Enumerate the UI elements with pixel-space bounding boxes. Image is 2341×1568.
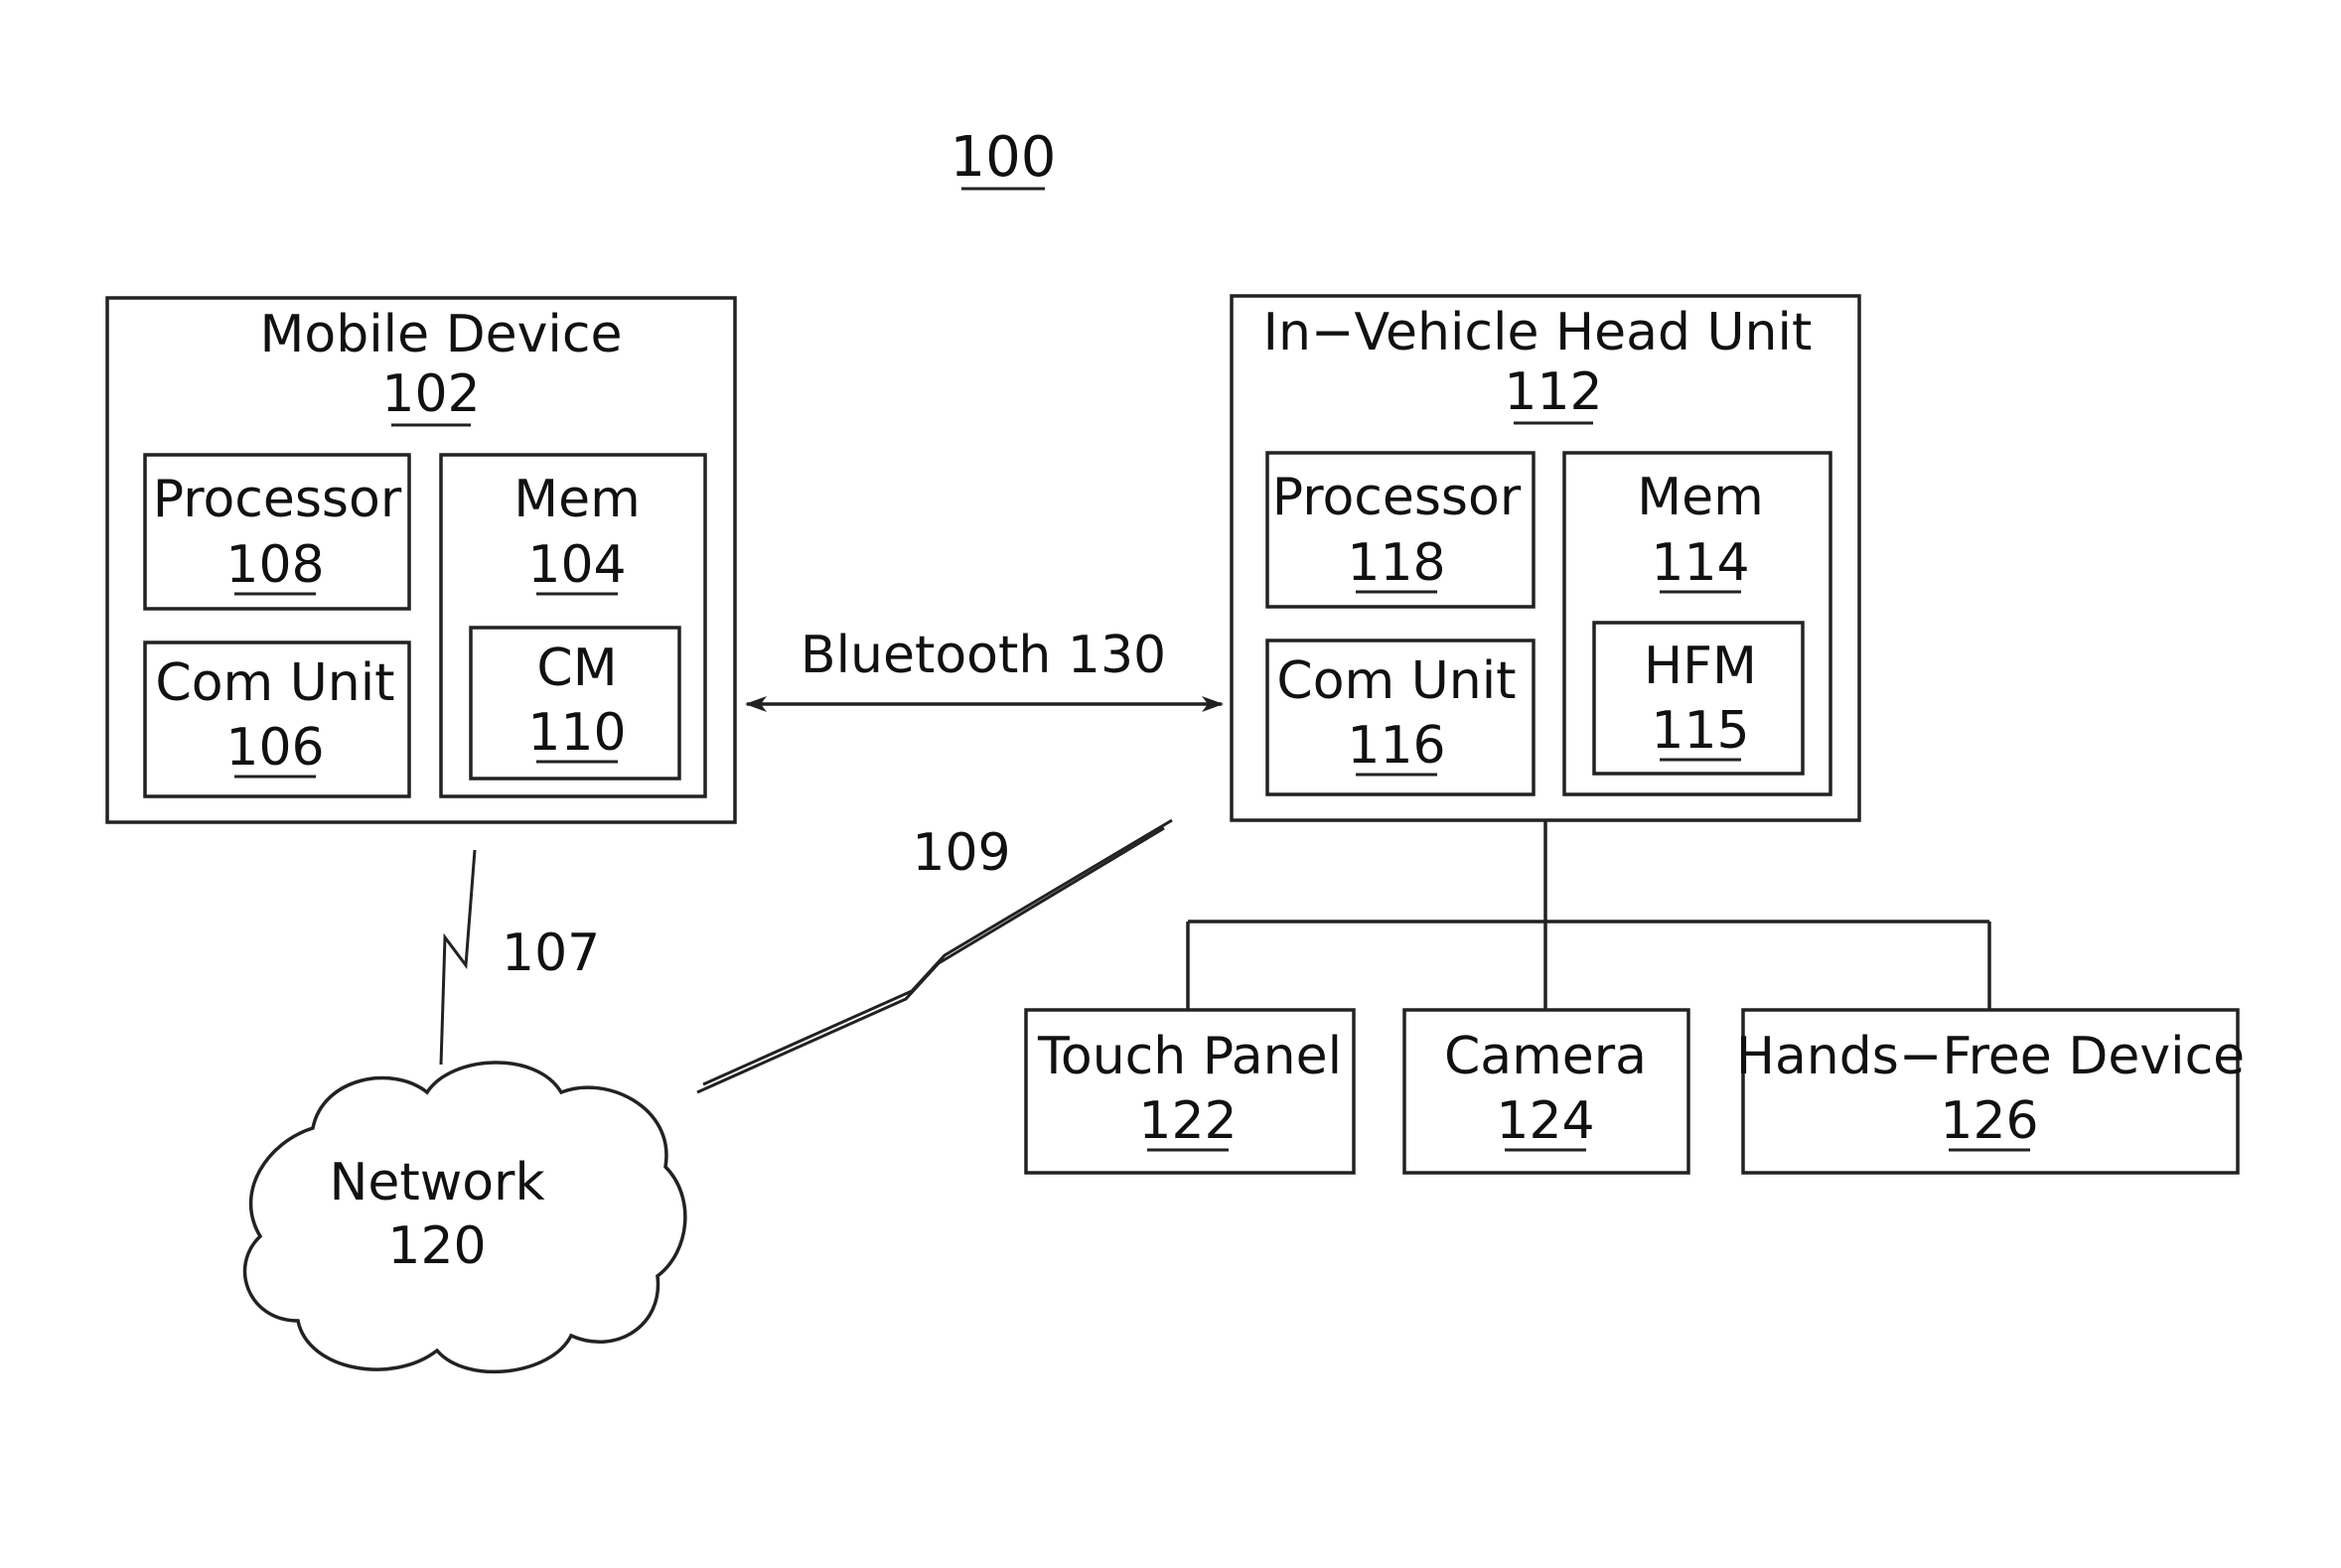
camera-block: Camera 124 <box>1404 1010 1688 1173</box>
head-unit-title: In−Vehicle Head Unit <box>1263 303 1813 362</box>
network-number: 120 <box>387 1216 486 1276</box>
touch-panel-block: Touch Panel 122 <box>1026 1010 1354 1173</box>
wireless-link-107-line <box>441 850 475 1065</box>
wireless-link-107-label: 107 <box>502 924 600 983</box>
mobile-device-title: Mobile Device <box>260 305 623 364</box>
hfm-block: HFM 115 <box>1594 623 1803 774</box>
head-unit-block: In−Vehicle Head Unit 112 Processor 118 C… <box>1232 296 1859 820</box>
head-unit-memory-block: Mem 114 HFM 115 <box>1564 453 1830 794</box>
figure-number-text: 100 <box>951 125 1057 190</box>
mobile-com-unit-block: Com Unit 106 <box>145 642 409 796</box>
wireless-link-109-label: 109 <box>912 823 1010 883</box>
mobile-memory-number: 104 <box>527 535 626 595</box>
hands-free-number: 126 <box>1940 1091 2038 1151</box>
mobile-com-unit-number: 106 <box>225 718 324 778</box>
touch-panel-number: 122 <box>1138 1091 1237 1151</box>
peripheral-bus <box>1188 820 1989 1010</box>
head-unit-memory-number: 114 <box>1651 533 1749 593</box>
cm-block: CM 110 <box>471 628 679 779</box>
mobile-device-block: Mobile Device 102 Processor 108 Com Unit… <box>107 298 735 822</box>
hfm-label: HFM <box>1644 637 1757 696</box>
head-unit-memory-label: Mem <box>1637 468 1764 527</box>
figure-number: 100 <box>951 125 1057 190</box>
cm-number: 110 <box>527 703 626 763</box>
mobile-device-number: 102 <box>381 364 480 424</box>
mobile-memory-block: Mem 104 CM 110 <box>441 455 705 796</box>
cm-label: CM <box>536 639 617 698</box>
head-unit-com-unit-block: Com Unit 116 <box>1267 641 1534 794</box>
network-label: Network <box>329 1153 544 1212</box>
bluetooth-label: Bluetooth 130 <box>801 626 1166 685</box>
head-unit-processor-block: Processor 118 <box>1267 453 1534 607</box>
head-unit-com-unit-number: 116 <box>1347 716 1445 776</box>
head-unit-number: 112 <box>1504 362 1602 422</box>
head-unit-com-unit-label: Com Unit <box>1276 651 1516 711</box>
bluetooth-link: Bluetooth 130 <box>747 626 1222 704</box>
mobile-processor-number: 108 <box>225 535 324 595</box>
hfm-number: 115 <box>1651 701 1749 761</box>
hands-free-label: Hands−Free Device <box>1736 1027 2245 1086</box>
hands-free-block: Hands−Free Device 126 <box>1736 1010 2245 1173</box>
wireless-link-107: 107 <box>441 850 600 1065</box>
mobile-memory-label: Mem <box>513 470 641 529</box>
touch-panel-label: Touch Panel <box>1037 1027 1342 1086</box>
mobile-processor-block: Processor 108 <box>145 455 409 609</box>
camera-number: 124 <box>1496 1091 1594 1151</box>
mobile-processor-label: Processor <box>153 470 402 529</box>
camera-label: Camera <box>1444 1027 1647 1086</box>
head-unit-processor-label: Processor <box>1272 468 1522 527</box>
network-cloud-block: Network 120 <box>245 1063 685 1371</box>
mobile-com-unit-label: Com Unit <box>155 653 394 713</box>
head-unit-processor-number: 118 <box>1347 533 1445 593</box>
